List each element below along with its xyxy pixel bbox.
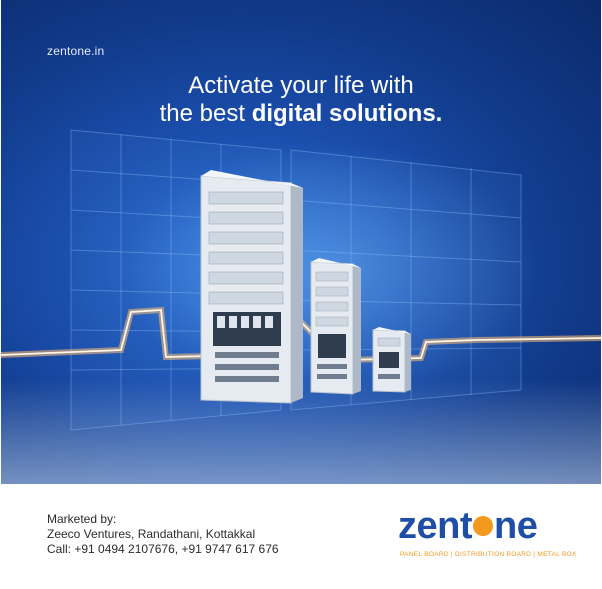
logo-orange-dot-icon	[473, 515, 493, 536]
headline-line-2: the best digital solutions.	[1, 100, 601, 128]
cabinet-medium	[310, 258, 361, 395]
hero-banner: zentone.in Activate your life with the b…	[1, 0, 601, 484]
headline-line-2-prefix: the best	[159, 100, 252, 127]
cabinet-large	[200, 170, 303, 404]
footer: Marketed by: Zeeco Ventures, Randathani,…	[1, 484, 601, 589]
contact-phone: Call: +91 0494 2107676, +91 9747 617 676	[47, 542, 279, 556]
company-address: Zeeco Ventures, Randathani, Kottakkal	[47, 527, 256, 541]
logo-tagline: PANEL BOARD | DISTRIBUTION BOARD | METAL…	[400, 551, 577, 558]
logo-word-end: ne	[494, 505, 538, 547]
headline-line-1: Activate your life with	[188, 72, 414, 99]
headline-line-2-bold: digital solutions.	[251, 100, 443, 127]
hero-illustration	[1, 129, 601, 431]
logo-word-start: zent	[398, 505, 473, 547]
website-url: zentone.in	[47, 44, 105, 58]
marketed-by-label: Marketed by:	[47, 512, 117, 526]
cabinet-small	[372, 327, 411, 393]
